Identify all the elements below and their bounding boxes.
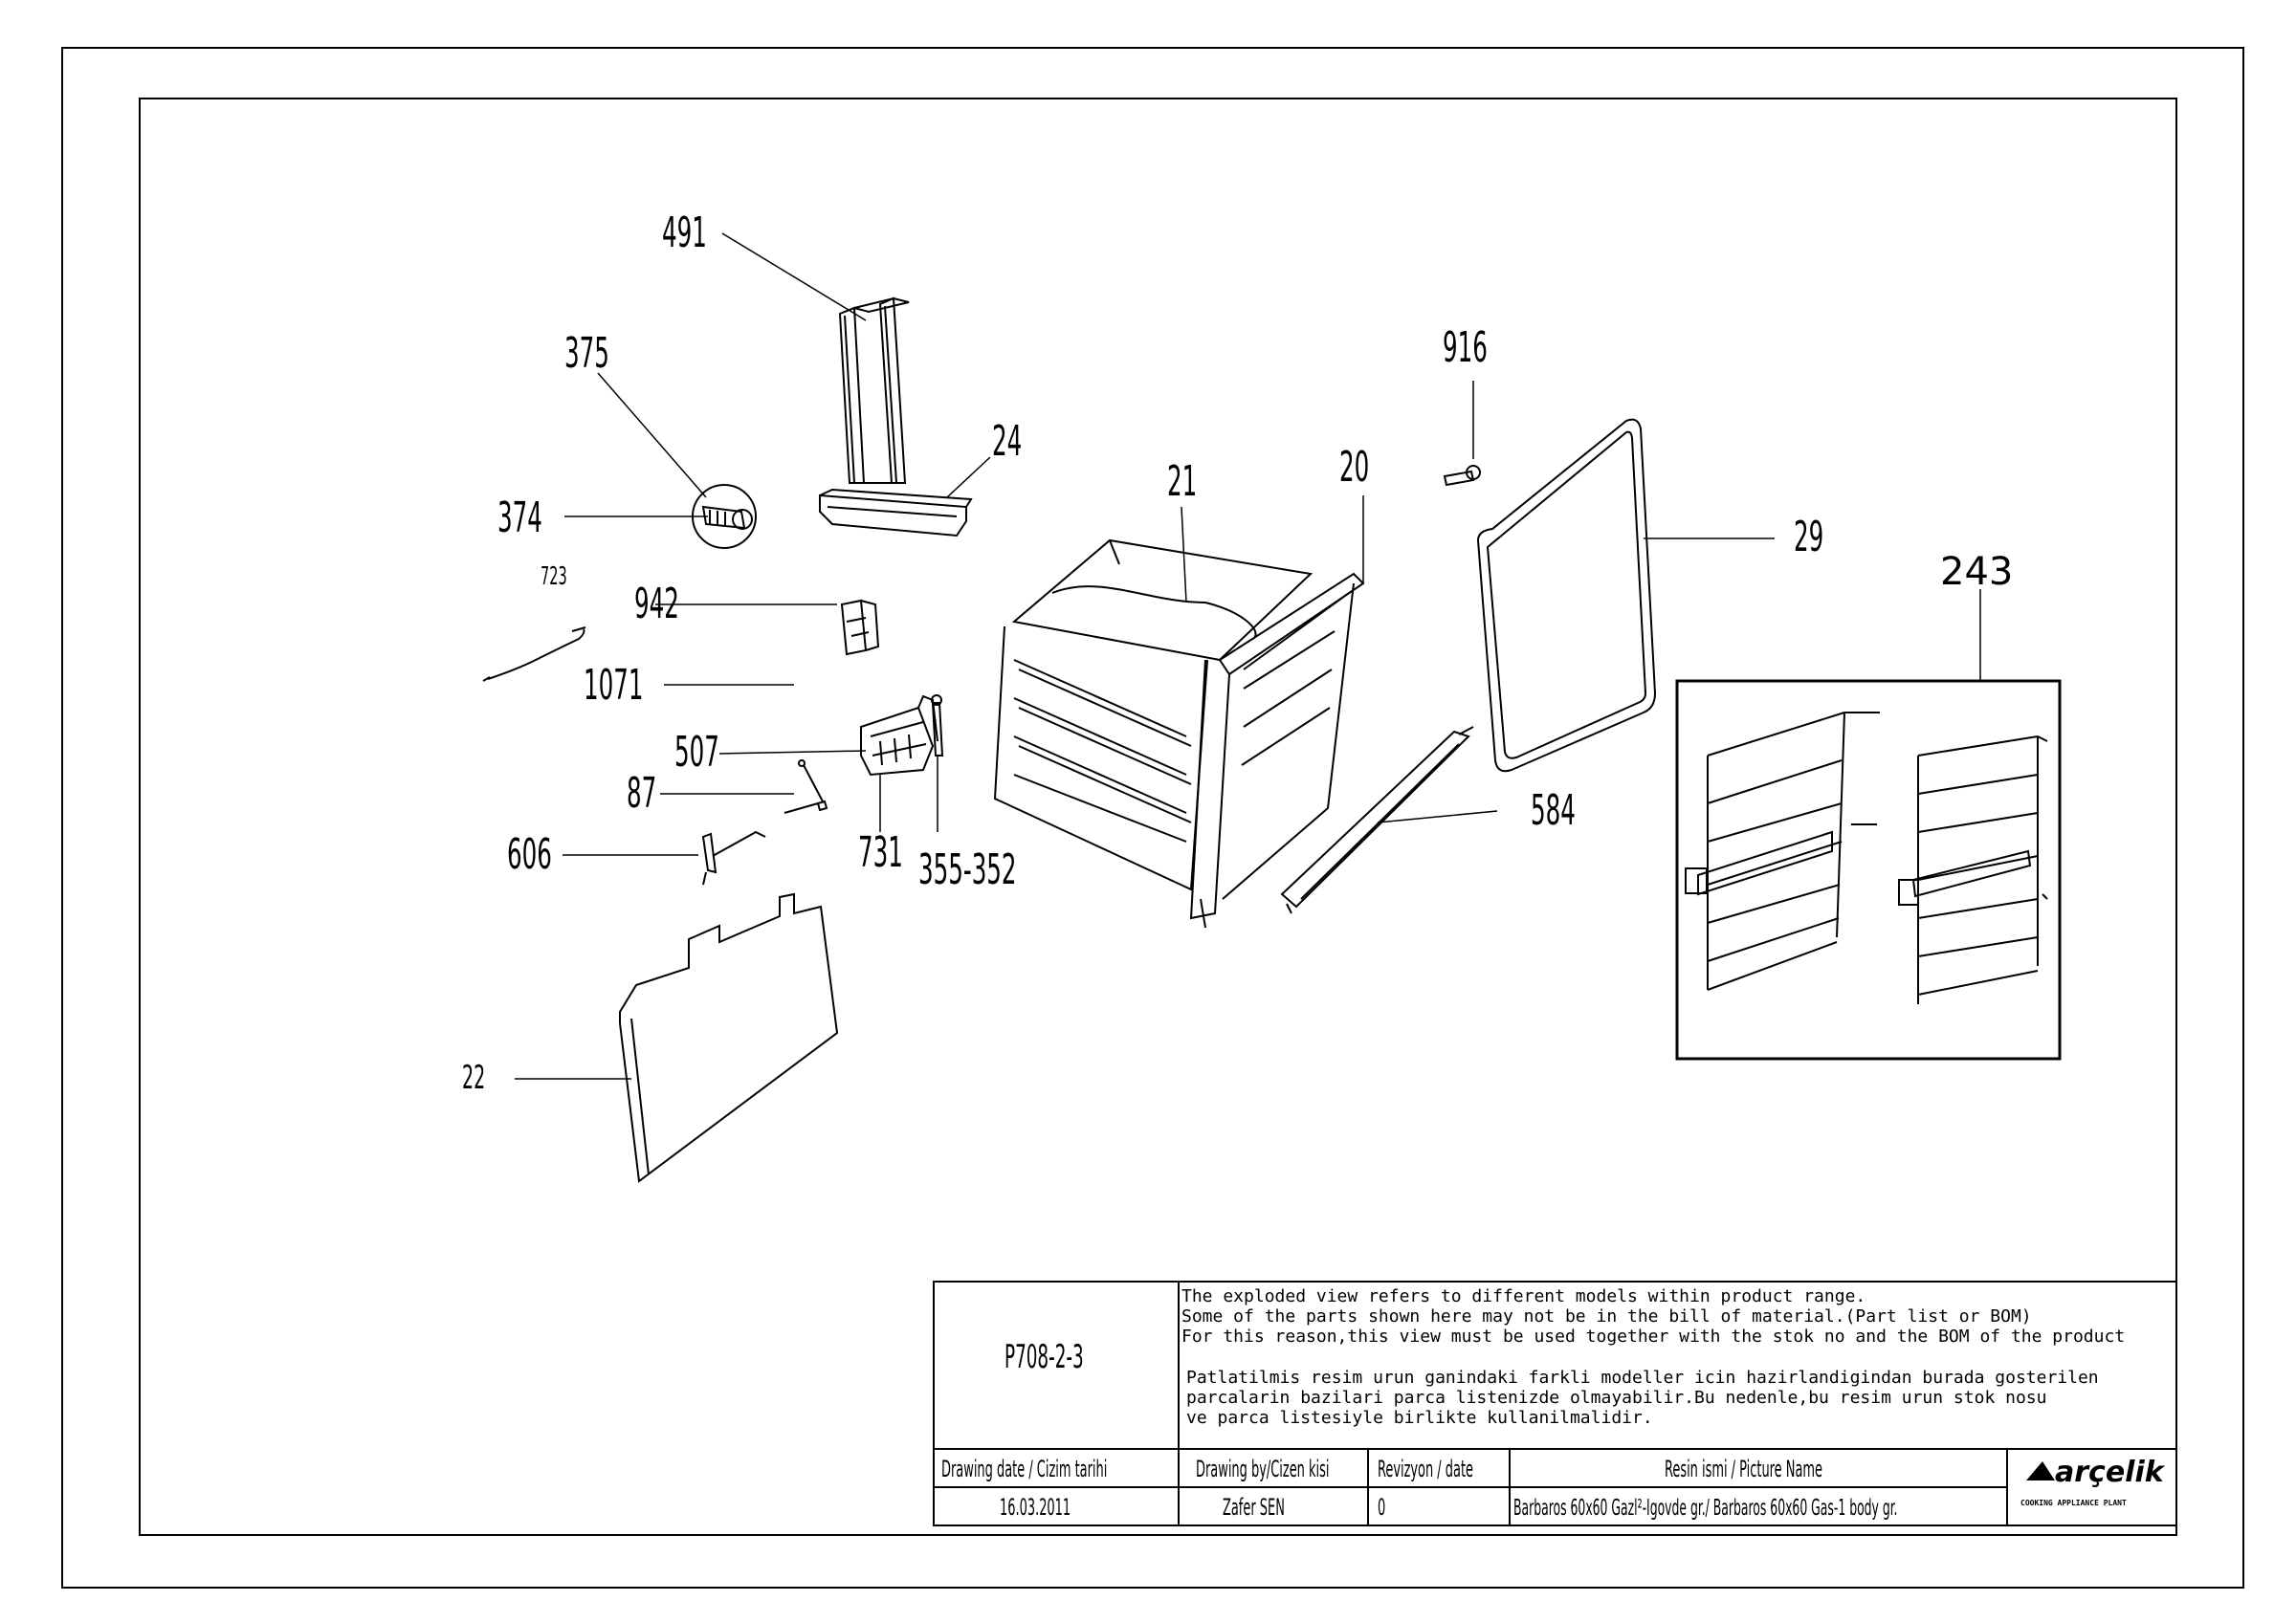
- label-374: 374: [497, 493, 542, 542]
- label-916: 916: [1443, 323, 1488, 372]
- part-723-wire: [482, 626, 586, 682]
- leader-lines: [515, 232, 1981, 1080]
- header-picture-name: Resin ismi / Picture Name: [1665, 1456, 1822, 1482]
- part-20-21-cavity: [993, 538, 1365, 929]
- note-tr-3: ve parca listesiyle birlikte kullanilmal…: [1186, 1408, 1653, 1428]
- label-87: 87: [627, 769, 657, 818]
- title-block: [933, 1281, 2177, 1526]
- logo-subtitle: COOKING APPLIANCE PLANT: [2020, 1499, 2127, 1507]
- label-491: 491: [662, 208, 707, 257]
- value-drawing-date: 16.03.2011: [1000, 1494, 1071, 1521]
- label-24: 24: [992, 417, 1023, 466]
- header-revision: Revizyon / date: [1378, 1456, 1474, 1482]
- note-en-1: The exploded view refers to different mo…: [1181, 1286, 1866, 1306]
- label-731: 731: [858, 828, 903, 877]
- note-en-3: For this reason,this view must be used t…: [1181, 1327, 2126, 1347]
- label-1071: 1071: [584, 661, 644, 710]
- label-606: 606: [507, 830, 552, 879]
- outer-frame: [61, 47, 2244, 1589]
- inner-frame: [139, 98, 2177, 1536]
- value-picture-name: Barbaros 60x60 Gazl²-Igovde gr./ Barbaro…: [1513, 1496, 1898, 1521]
- note-tr-1: Patlatilmis resim urun ganindaki farkli …: [1186, 1368, 2099, 1388]
- label-507: 507: [674, 728, 719, 777]
- part-491-bracket: [838, 296, 910, 484]
- part-22-panel: [619, 892, 839, 1183]
- exploded-view: [482, 232, 2062, 1183]
- label-355-352: 355-352: [918, 845, 1017, 894]
- label-723: 723: [541, 562, 567, 591]
- label-21: 21: [1167, 457, 1198, 506]
- part-606-probe: [701, 830, 766, 886]
- header-drawing-date: Drawing date / Cizim tarihi: [941, 1456, 1108, 1482]
- part-355-352-screw: [931, 694, 944, 757]
- note-en-2: Some of the parts shown here may not be …: [1181, 1306, 2032, 1327]
- label-20: 20: [1339, 443, 1370, 492]
- label-243: 243: [1940, 550, 2014, 594]
- part-243-shelf-kit: [1675, 679, 2062, 1061]
- label-22: 22: [462, 1059, 486, 1097]
- drawing-number: P708-2-3: [1004, 1338, 1084, 1376]
- value-revision: 0: [1378, 1494, 1386, 1521]
- label-375: 375: [564, 329, 609, 378]
- value-drawing-by: Zafer SEN: [1223, 1494, 1285, 1521]
- part-87-thermocouple: [784, 759, 828, 814]
- label-29: 29: [1794, 513, 1824, 561]
- arcelik-logo-mark: [2026, 1461, 2055, 1480]
- part-584-rail: [1280, 726, 1474, 914]
- label-584: 584: [1531, 786, 1576, 835]
- part-507-terminal: [860, 694, 938, 777]
- part-24-tray: [819, 488, 973, 537]
- part-29-seal: [1476, 418, 1657, 773]
- label-942: 942: [634, 580, 679, 628]
- arcelik-logo: arçelik: [2055, 1456, 2164, 1489]
- note-tr-2: parcalarin bazilari parca listenizde olm…: [1186, 1388, 2047, 1408]
- header-drawing-by: Drawing by/Cizen kisi: [1196, 1456, 1330, 1482]
- part-916-screw: [1443, 465, 1481, 487]
- part-942-switch: [840, 599, 880, 656]
